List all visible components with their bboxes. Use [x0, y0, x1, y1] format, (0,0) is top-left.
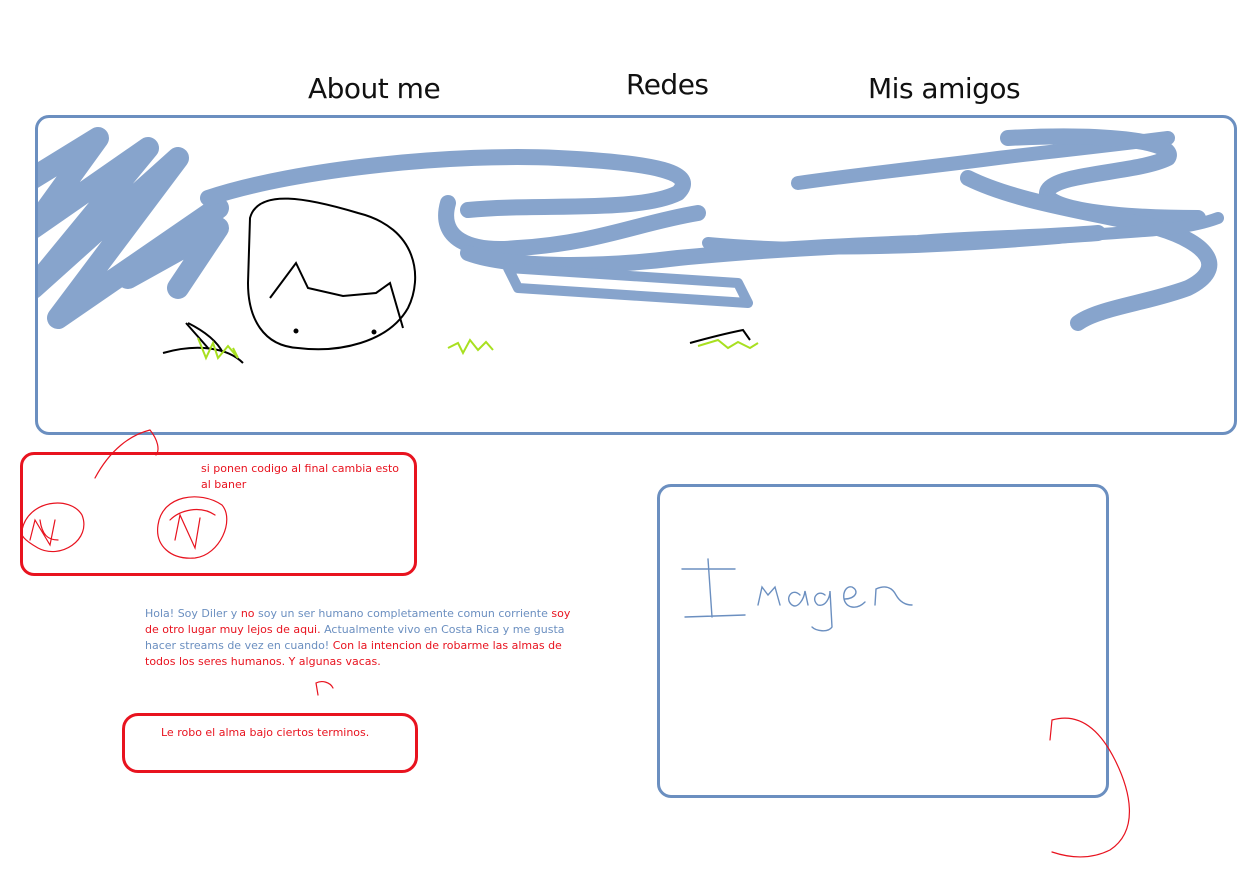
banner	[35, 115, 1237, 435]
nav-redes[interactable]: Redes	[626, 68, 709, 101]
note-box: si ponen codigo al final cambia esto al …	[20, 452, 417, 576]
image-label-handwritten	[681, 558, 913, 632]
bio-seg-6: Con la intencion de robarme las almas de…	[145, 639, 562, 668]
nav-about-me[interactable]: About me	[308, 72, 441, 105]
bio-seg-1: Hola! Soy Diler y	[145, 607, 241, 620]
bio-seg-4: soy de otro lugar muy lejos de aqui.	[145, 607, 571, 636]
image-placeholder	[657, 484, 1109, 798]
bio-seg-2: no	[240, 607, 255, 620]
bio-seg-3: soy un ser humano completamente comun co…	[254, 607, 552, 620]
banner-scribble	[38, 127, 1224, 364]
note-text: si ponen codigo al final cambia esto al …	[201, 462, 400, 491]
nav-mis-amigos[interactable]: Mis amigos	[868, 72, 1021, 105]
bio-seg-5: Actualmente vivo en Costa Rica y me gust…	[145, 623, 565, 652]
bio-text: Hola! Soy Diler y no soy un ser humano c…	[145, 606, 575, 670]
soul-terms-box: Le robo el alma bajo ciertos terminos.	[122, 713, 418, 773]
soul-terms-text: Le robo el alma bajo ciertos terminos.	[161, 726, 370, 739]
